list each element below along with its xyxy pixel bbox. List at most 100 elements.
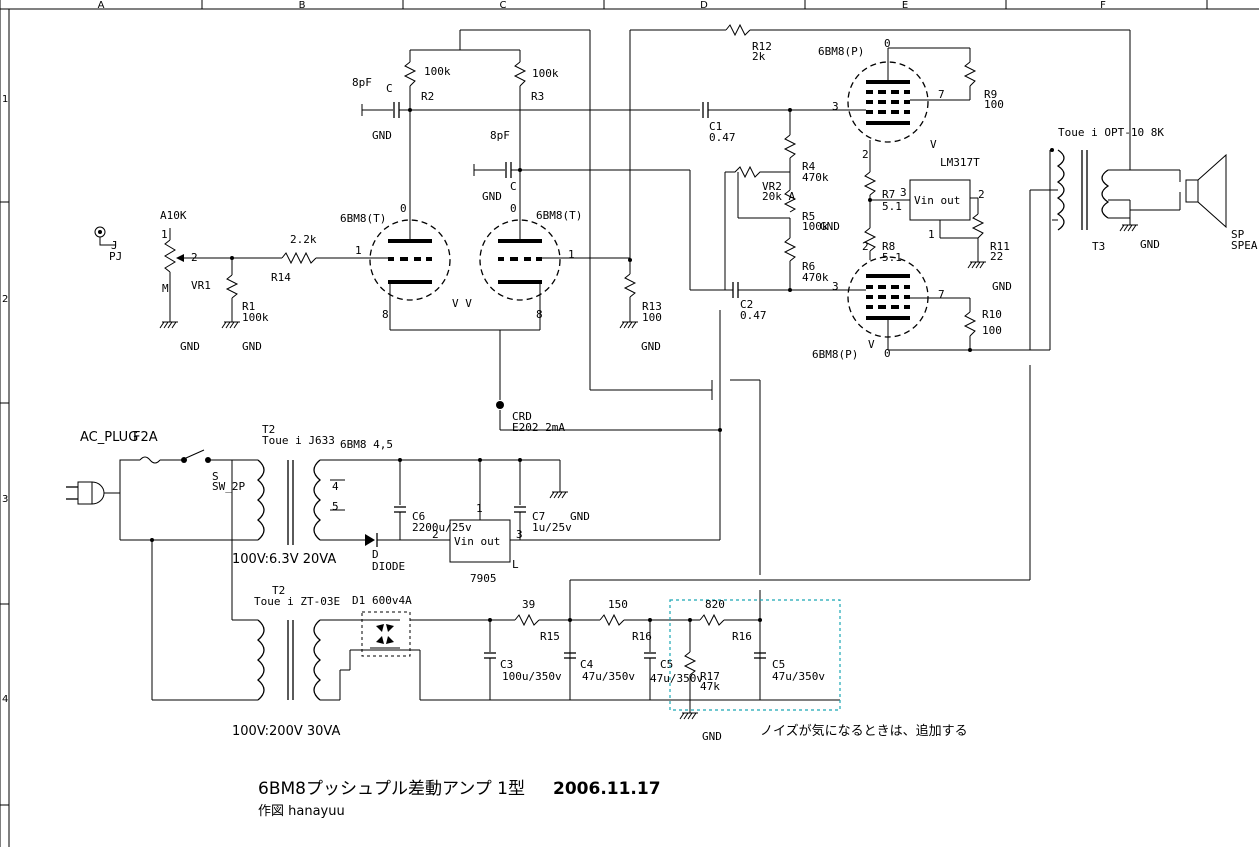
svg-text:E202 2mA: E202 2mA	[512, 421, 565, 434]
ruler-row-2: 2	[2, 294, 8, 305]
opt-label: Toue i OPT-10 8K	[1058, 126, 1164, 139]
ruler-col-e: E	[902, 0, 908, 11]
ruler-col-c: C	[500, 0, 507, 11]
svg-text:100: 100	[982, 324, 1002, 337]
svg-text:0.47: 0.47	[709, 131, 736, 144]
svg-text:0.47: 0.47	[740, 309, 767, 322]
lm317-label: LM317T	[940, 156, 980, 169]
svg-text:100: 100	[642, 311, 662, 324]
svg-text:1: 1	[355, 244, 362, 257]
svg-text:GND: GND	[180, 340, 200, 353]
svg-text:C6: C6	[412, 510, 425, 523]
ruler-row-3: 3	[2, 494, 8, 505]
svg-text:GND: GND	[482, 190, 502, 203]
speaker-icon	[1185, 153, 1227, 229]
r11-resistor-icon	[971, 213, 985, 239]
r2-resistor-icon	[403, 61, 417, 87]
ac-plug-icon	[66, 481, 105, 505]
svg-text:5: 5	[332, 500, 339, 513]
svg-text:100V:200V 30VA: 100V:200V 30VA	[232, 724, 340, 739]
svg-text:0: 0	[884, 347, 891, 360]
svg-text:GND: GND	[372, 129, 392, 142]
vr1-m-label: M	[162, 282, 169, 295]
svg-text:R1: R1	[242, 300, 255, 313]
svg-text:7905: 7905	[470, 572, 497, 585]
pentode-upper-tube-icon	[847, 61, 929, 143]
svg-text:V: V	[868, 338, 875, 351]
svg-text:1u/25v: 1u/25v	[532, 521, 572, 534]
output-section: R4 470k VR2 20k A R5 100k GND R6 470k 0	[569, 37, 1258, 700]
svg-text:D1: D1	[352, 594, 365, 607]
svg-text:T2: T2	[262, 423, 275, 436]
svg-text:R2: R2	[421, 90, 434, 103]
svg-text:7: 7	[938, 288, 945, 301]
heater-transformer-secondary-icon	[313, 459, 322, 541]
r8-resistor-icon	[863, 227, 877, 252]
r14-resistor-icon	[281, 251, 317, 265]
r10-resistor-icon	[963, 311, 977, 337]
ruler-col-a: A	[98, 0, 105, 11]
r12-resistor-icon	[725, 23, 751, 37]
svg-text:7: 7	[938, 88, 945, 101]
svg-text:C3: C3	[500, 658, 513, 671]
svg-text:R13: R13	[642, 300, 662, 313]
svg-text:20k A: 20k A	[762, 190, 795, 203]
svg-text:3: 3	[832, 100, 839, 113]
svg-text:47u/350v: 47u/350v	[582, 670, 635, 683]
svg-text:2: 2	[862, 148, 869, 161]
svg-text:GND: GND	[992, 280, 1012, 293]
diagram-author: 作図 hanayuu	[258, 804, 345, 819]
svg-text:100: 100	[984, 98, 1004, 111]
diode-icon	[365, 534, 375, 546]
r3-resistor-icon	[513, 61, 527, 87]
svg-text:8: 8	[536, 308, 543, 321]
svg-text:R14: R14	[271, 271, 291, 284]
svg-text:Toue i ZT-03E: Toue i ZT-03E	[254, 595, 340, 608]
r9-resistor-icon	[963, 61, 977, 87]
svg-text:R11: R11	[990, 240, 1010, 253]
svg-text:150: 150	[608, 598, 628, 611]
ruler-row-4: 4	[2, 694, 8, 705]
svg-text:C1: C1	[709, 120, 722, 133]
svg-text:R5: R5	[802, 210, 815, 223]
tube-right-label: 6BM8(T)	[536, 209, 582, 222]
svg-text:R12: R12	[752, 40, 772, 53]
vr1-value-label: A10K	[160, 209, 187, 222]
r5-resistor-icon	[783, 189, 797, 213]
optional-filter-box	[669, 599, 841, 711]
svg-text:R4: R4	[802, 160, 816, 173]
svg-text:6BM8 4,5: 6BM8 4,5	[340, 438, 393, 451]
svg-text:3: 3	[900, 186, 907, 199]
svg-text:R10: R10	[982, 308, 1002, 321]
svg-text:2k: 2k	[752, 50, 766, 63]
transformer-primary-icon	[1056, 149, 1065, 231]
svg-text:100k: 100k	[802, 220, 829, 233]
svg-text:3: 3	[516, 528, 523, 541]
svg-text:R15: R15	[540, 630, 560, 643]
svg-text:820: 820	[705, 598, 725, 611]
svg-text:600v4A: 600v4A	[372, 594, 412, 607]
svg-text:4: 4	[332, 480, 339, 493]
svg-text:8pF: 8pF	[490, 129, 510, 142]
svg-text:R16: R16	[632, 630, 652, 643]
svg-text:R8: R8	[882, 240, 895, 253]
svg-text:V V: V V	[452, 297, 472, 310]
svg-text:SW_2P: SW_2P	[212, 480, 245, 493]
svg-text:1: 1	[928, 228, 935, 241]
jack-pj-label: PJ	[109, 250, 122, 263]
svg-text:T2: T2	[272, 584, 285, 597]
input-section: J PJ A10K 1 2 M VR1 R1 100k 2.2k R14 1	[94, 209, 372, 324]
ground-icon	[1119, 224, 1138, 232]
svg-text:47u/350v: 47u/350v	[650, 672, 703, 685]
ruler-col-f: F	[1100, 0, 1106, 11]
tube-left-label: 6BM8(T)	[340, 212, 386, 225]
svg-text:C: C	[386, 82, 393, 95]
svg-text:1: 1	[161, 228, 168, 241]
svg-text:8: 8	[382, 308, 389, 321]
svg-text:C5: C5	[772, 658, 785, 671]
ground-icon	[549, 491, 568, 499]
svg-text:5.1: 5.1	[882, 251, 902, 264]
vr2-resistor-icon	[725, 165, 790, 179]
pentode-upper-label: 6BM8(P)	[818, 45, 864, 58]
svg-text:GND: GND	[242, 340, 262, 353]
